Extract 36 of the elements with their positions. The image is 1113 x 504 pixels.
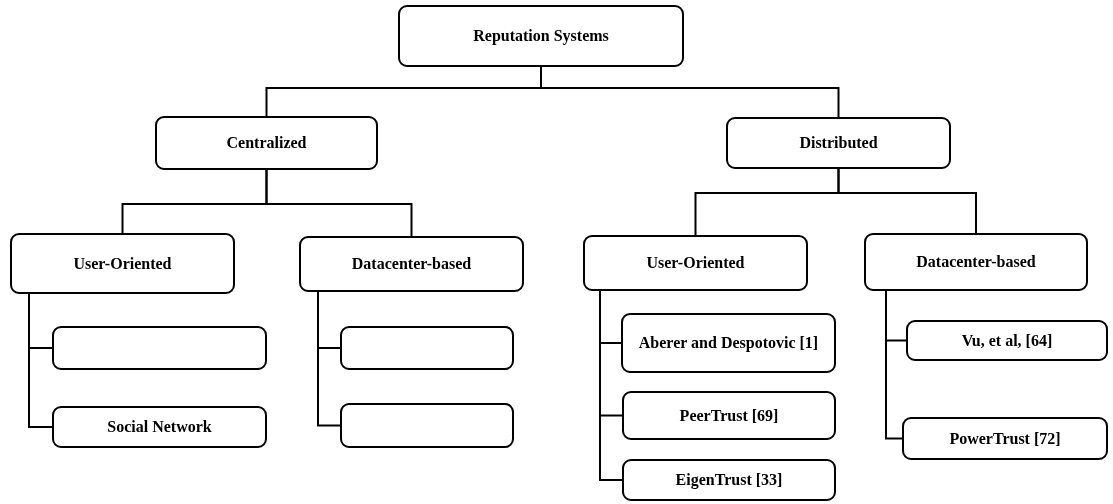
category-box	[155, 116, 378, 170]
category-box	[726, 117, 951, 169]
node-label: Social Network	[107, 417, 212, 437]
node-label: EigenTrust [33]	[675, 470, 783, 490]
node-label: Vu, et al, [64]	[961, 330, 1053, 351]
category-box	[583, 235, 808, 291]
connector-line	[265, 169, 413, 237]
connector-line	[28, 293, 53, 428]
category-box	[902, 417, 1108, 460]
node-label: PowerTrust [72]	[949, 428, 1061, 449]
empty-box	[52, 326, 267, 370]
category-box	[10, 233, 235, 294]
node-label: Centralized	[226, 133, 307, 153]
node-label: User-Oriented	[73, 253, 172, 274]
node-label: PeerTrust [69]	[679, 405, 779, 426]
category-box	[864, 233, 1088, 291]
empty-box	[340, 403, 514, 448]
category-box	[52, 406, 267, 448]
node-label: Datacenter-based	[351, 254, 472, 274]
node-label: Distributed	[799, 133, 878, 153]
connector-line	[837, 168, 977, 234]
connector-line	[540, 66, 840, 118]
connector-line	[599, 290, 623, 481]
node-label: Reputation Systems	[473, 26, 609, 46]
category-box	[398, 5, 684, 67]
category-box	[906, 320, 1108, 361]
node-label: Datacenter-based	[916, 252, 1036, 272]
node-label: User-Oriented	[646, 253, 745, 273]
category-box	[621, 313, 836, 373]
empty-box	[340, 326, 514, 370]
connector-line	[317, 291, 341, 427]
category-box	[622, 459, 836, 501]
node-label: Aberer and Despotovic [1]	[638, 333, 819, 353]
connector-line	[885, 290, 903, 440]
category-box	[299, 236, 524, 292]
category-box	[622, 391, 836, 440]
